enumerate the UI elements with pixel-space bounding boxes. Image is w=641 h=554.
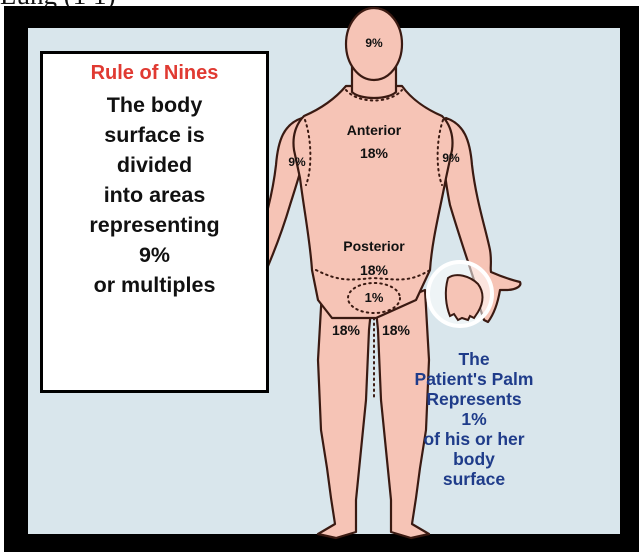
info-box-title: Rule of Nines <box>43 62 266 85</box>
info-box-line: 9% <box>43 240 266 270</box>
palm-caption-line: of his or her <box>399 429 549 449</box>
info-box-line: representing <box>43 210 266 240</box>
posterior-percent-label: 18% <box>360 262 388 278</box>
palm-caption-line: 1% <box>399 409 549 429</box>
right-arm-percent-label: 9% <box>442 151 459 165</box>
info-box-line: surface is <box>43 120 266 150</box>
groin-percent-label: 1% <box>365 290 384 305</box>
left-arm-percent-label: 9% <box>288 155 305 169</box>
palm-caption-line: body <box>399 449 549 469</box>
right-leg-percent-label: 18% <box>382 322 410 338</box>
info-box-line: The body <box>43 90 266 120</box>
palm-caption-line: Represents <box>399 389 549 409</box>
posterior-label: Posterior <box>343 238 404 254</box>
left-leg-percent-label: 18% <box>332 322 360 338</box>
info-box-line: divided <box>43 150 266 180</box>
palm-caption-line: surface <box>399 469 549 489</box>
palm-caption: The Patient's Palm Represents 1% of his … <box>399 349 549 489</box>
palm-hand <box>446 275 483 320</box>
palm-caption-line: The <box>399 349 549 369</box>
palm-caption-line: Patient's Palm <box>399 369 549 389</box>
anterior-label: Anterior <box>347 122 401 138</box>
info-box-line: into areas <box>43 180 266 210</box>
info-box-line: or multiples <box>43 270 266 300</box>
anterior-percent-label: 18% <box>360 145 388 161</box>
head-percent-label: 9% <box>365 36 382 50</box>
rule-of-nines-info-box: Rule of Nines The body surface is divide… <box>40 51 269 393</box>
